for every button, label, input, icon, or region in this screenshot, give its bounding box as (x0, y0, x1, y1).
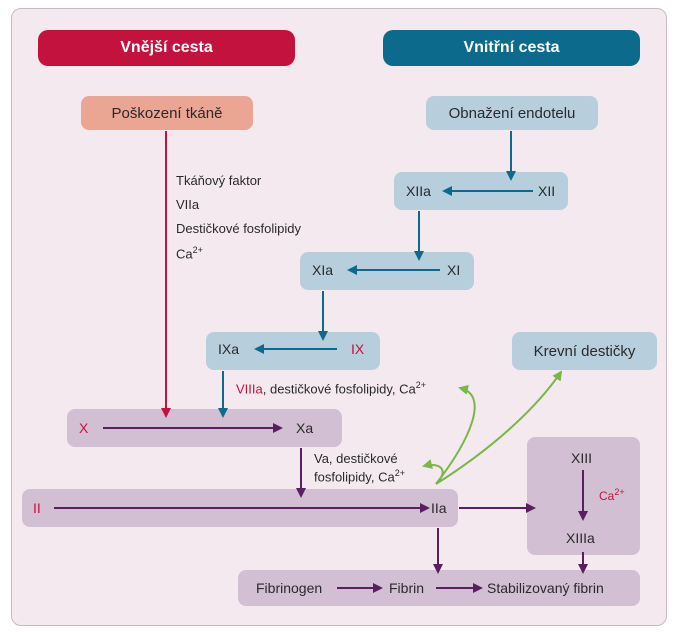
viiia-ca-charge: 2+ (415, 380, 426, 390)
platelet-phospholipids-label: Destičkové fosfolipidy (176, 221, 301, 236)
xa-label: Xa (296, 420, 314, 436)
tissue-factor-label: Tkáňový faktor (176, 173, 262, 188)
ca-xiii-text: Ca (599, 489, 615, 503)
ca-text: Ca (176, 246, 193, 262)
xiia-label: XIIa (406, 183, 431, 199)
feedback-to-va (422, 459, 444, 485)
xia-label: XIa (312, 262, 334, 278)
va-line2-text: fosfolipidy, Ca (314, 469, 395, 485)
iia-label: IIa (431, 500, 447, 516)
endothelium-exposure-box: Obnažení endotelu (426, 96, 598, 130)
extrinsic-pathway-header: Vnější cesta (38, 30, 295, 66)
viiia-cofactor-label: VIIIa, destičkové fosfolipidy, Ca2+ (236, 380, 426, 396)
ca-xiii-charge: 2+ (614, 487, 625, 497)
ii-label: II (33, 500, 41, 516)
platelets-box: Krevní destičky (512, 332, 657, 370)
va-cofactor-line1: Va, destičkové (314, 451, 398, 466)
tissue-damage-box: Poškození tkáně (81, 96, 253, 130)
x-label: X (79, 420, 89, 436)
fibrinogen-label: Fibrinogen (256, 580, 323, 596)
viia-label: VIIa (176, 197, 200, 212)
intrinsic-pathway-header: Vnitřní cesta (383, 30, 640, 66)
xiiia-label: XIIIa (566, 530, 595, 546)
viiia-rest-text: , destičkové fosfolipidy, Ca (262, 381, 416, 397)
xii-label: XII (538, 183, 556, 199)
xiii-label: XIII (571, 450, 593, 466)
va-cofactor-line2: fosfolipidy, Ca2+ (314, 468, 405, 484)
stable-fibrin-label: Stabilizovaný fibrin (487, 580, 604, 596)
va-ca-charge: 2+ (394, 468, 405, 478)
viiia-text: VIIIa (236, 381, 263, 397)
feedback-to-viiia (435, 384, 476, 485)
ix-row-box (206, 332, 380, 370)
xi-label: XI (447, 262, 461, 278)
feedback-to-platelets (435, 370, 563, 485)
ca-charge: 2+ (192, 245, 203, 255)
fibrin-label: Fibrin (389, 580, 425, 596)
ixa-label: IXa (218, 341, 240, 357)
ix-label: IX (351, 341, 365, 357)
ca-label-extrinsic: Ca2+ (176, 245, 203, 261)
ca-label-xiii: Ca2+ (599, 487, 625, 503)
